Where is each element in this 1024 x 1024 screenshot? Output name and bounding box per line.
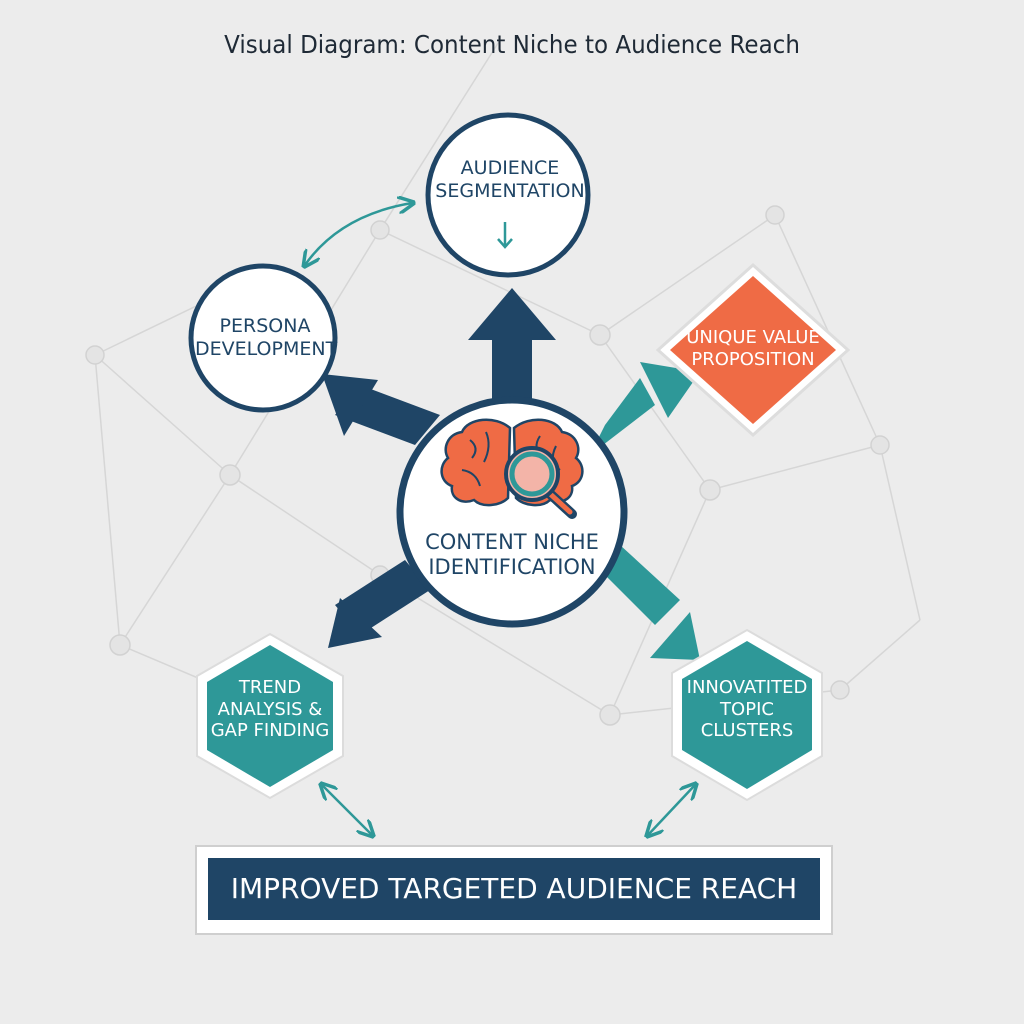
persona-node-shape [188, 263, 338, 413]
arrow-to-topic [595, 545, 700, 660]
trend-analysis-label: TREND ANALYSIS & GAP FINDING [200, 677, 340, 742]
arrow-to-persona [322, 374, 440, 445]
trend-label-line3: GAP FINDING [210, 720, 330, 742]
persona-development-label: PERSONA DEVELOPMENT [195, 315, 338, 361]
trend-label-line1: TREND [238, 677, 302, 698]
brain-magnifier-icon [440, 418, 584, 519]
persona-label-line1: PERSONA [219, 315, 311, 337]
topic-result-connector [648, 785, 695, 835]
topic-label-line2: TOPIC [720, 698, 774, 720]
trend-result-connector [322, 785, 372, 835]
audience-segmentation-label: AUDIENCE SEGMENTATION [435, 157, 585, 203]
uvp-node-shape [670, 276, 836, 424]
center-label-line1: CONTENT NICHE [425, 530, 599, 554]
trend-node-shape [207, 645, 333, 787]
result-label: IMPROVED TARGETED AUDIENCE REACH [230, 872, 798, 905]
audience-node-shape [425, 112, 591, 278]
arrow-down-icon [497, 222, 513, 249]
result-banner [208, 858, 820, 920]
uvp-label-line1: UNIQUE VALUE [686, 327, 820, 348]
persona-label-line2: DEVELOPMENT [195, 337, 338, 360]
trend-label-line2: ANALYSIS & [217, 698, 323, 720]
content-niche-identification-label: CONTENT NICHE IDENTIFICATION [412, 530, 612, 580]
audience-label-line2: SEGMENTATION [435, 179, 585, 202]
arrow-to-uvp [590, 362, 700, 455]
arrow-to-trend [328, 560, 430, 648]
topic-label-line3: CLUSTERS [700, 720, 794, 742]
topic-node-shape [682, 641, 812, 789]
diagram-title: Visual Diagram: Content Niche to Audienc… [224, 30, 800, 59]
topic-label-line1: INNOVATITED [686, 677, 808, 698]
topic-clusters-label: INNOVATITED TOPIC CLUSTERS [672, 677, 822, 742]
center-label-line2: IDENTIFICATION [428, 555, 596, 580]
center-node-shape [396, 396, 628, 628]
audience-label-line1: AUDIENCE [460, 157, 560, 179]
unique-value-proposition-label: UNIQUE VALUE PROPOSITION [678, 327, 828, 370]
uvp-label-line2: PROPOSITION [691, 348, 815, 370]
background-network-nodes [85, 205, 890, 726]
persona-audience-connector [305, 203, 412, 265]
